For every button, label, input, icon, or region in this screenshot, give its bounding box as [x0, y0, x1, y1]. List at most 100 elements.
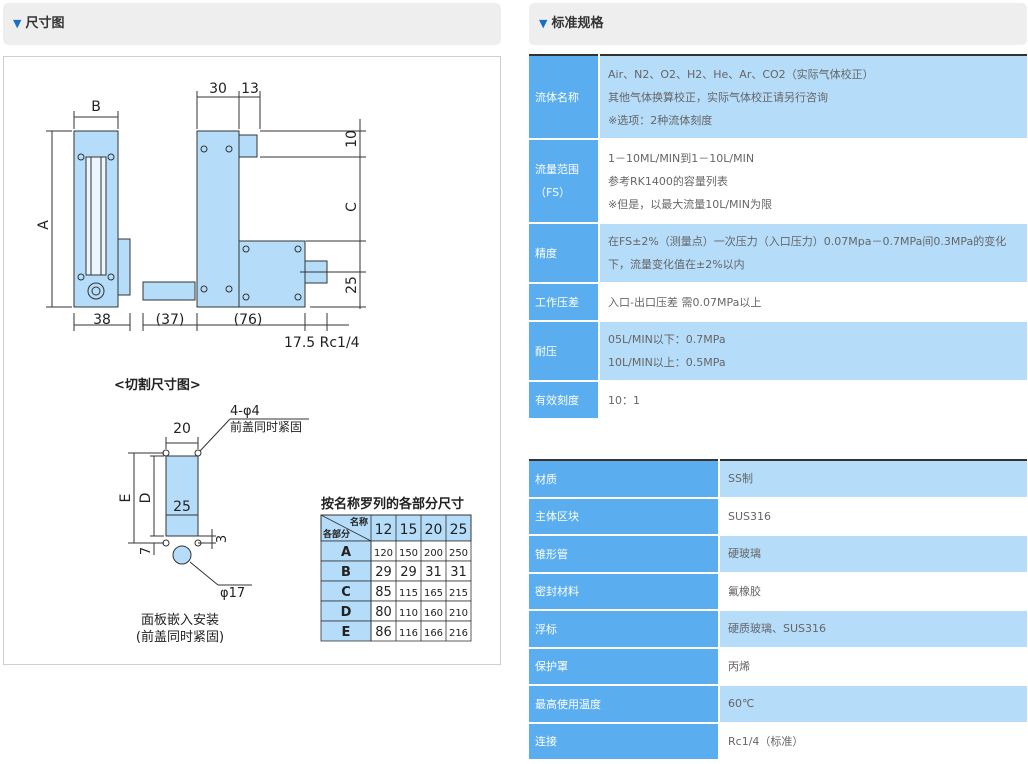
size-table-cell: 200 — [424, 548, 443, 559]
size-table-cell: 215 — [449, 588, 468, 599]
mount-note: (前盖同时紧固) — [136, 629, 224, 645]
spec-row: 保护罩丙烯 — [529, 647, 1027, 686]
spec-label-line: 流量范围 — [535, 163, 579, 176]
size-table-cell: 160 — [424, 608, 443, 619]
spec-value-line: 参考RK1400的容量列表 — [608, 174, 728, 188]
dimension-drawing-header: ▼尺寸图 — [3, 3, 501, 45]
size-table-row-name: E — [342, 625, 351, 640]
size-table-cell: 31 — [425, 565, 442, 580]
size-table-cell: 29 — [400, 565, 417, 580]
size-table-cell: 29 — [375, 565, 392, 580]
size-table-cell: 115 — [399, 588, 418, 599]
spec-value-line: 05L/MIN以下：0.7MPa — [608, 333, 726, 346]
spec-label: 浮标 — [529, 610, 720, 649]
spec-value: SS制 — [719, 460, 1027, 499]
size-table-column-header: 15 — [400, 522, 418, 538]
spec-row: 精度 在FS±2%（测量点）一次压力（入口压力）0.07Mpa－0.7MPa间0.… — [529, 223, 1027, 284]
spec-row: 浮标硬质玻璃、SUS316 — [529, 610, 1027, 649]
size-table-cell: 210 — [449, 608, 468, 619]
standard-spec-header: ▼标准规格 — [529, 3, 1027, 45]
spec-value: 硬质玻璃、SUS316 — [719, 610, 1027, 649]
size-table-column-header: 25 — [450, 522, 468, 538]
spec-label: 精度 — [529, 223, 600, 284]
spec-value-line: 在FS±2%（测量点）一次压力（入口压力）0.07Mpa－0.7MPa间0.3M… — [608, 235, 1007, 271]
spec-value-line: 其他气体换算校正，实际气体校正请另行咨询 — [608, 90, 828, 104]
dimension-drawing: B A 38 (37) (76) 30 13 10 C 25 17.5 Rc1/… — [3, 56, 501, 665]
spec-row: 流量范围 （FS） 1－10ML/MIN到1－10L/MIN 参考RK1400的容量列… — [529, 139, 1027, 224]
size-table-cell: 250 — [449, 548, 468, 559]
spec-value: 丙烯 — [719, 647, 1027, 686]
size-table-cell: 165 — [424, 588, 443, 599]
dimension-drawing-svg: B A 38 (37) (76) 30 13 10 C 25 17.5 Rc1/… — [36, 81, 472, 645]
triangle-down-icon: ▼ — [539, 17, 548, 30]
dim-25-label: 25 — [344, 276, 360, 294]
spec-value-line: 1－10ML/MIN到1－10L/MIN — [608, 151, 755, 165]
spec-row: 工作压差入口-出口压差 需0.07MPa以上 — [529, 283, 1027, 322]
spec-row: 密封材料氟橡胶 — [529, 572, 1027, 611]
size-table-cell: 110 — [399, 608, 418, 619]
spec-row: 锥形管硬玻璃 — [529, 535, 1027, 574]
dim-c-label: C — [344, 202, 360, 212]
spec-row: 有效刻度 10：1 — [529, 381, 1027, 420]
size-table-row-name: A — [341, 545, 351, 560]
spec-value-line: ※但是，以最大流量10L/MIN为限 — [608, 197, 773, 211]
spec-value: 氟橡胶 — [719, 572, 1027, 611]
dim-10-label: 10 — [344, 130, 360, 148]
spec-label: 耐压 — [529, 321, 600, 382]
size-table-cell: 150 — [399, 548, 418, 559]
spec-label-line: （FS） — [535, 186, 571, 199]
dim-rc-label: 17.5 Rc1/4 — [284, 335, 360, 351]
size-table-cell: 166 — [424, 628, 443, 639]
dim-d-label: D — [138, 493, 154, 504]
spec-value: 硬玻璃 — [719, 535, 1027, 574]
size-table-cell: 116 — [399, 628, 418, 639]
dim-37-label: (37) — [156, 312, 185, 328]
dim-b-label: B — [91, 99, 101, 115]
size-table-column-header: 20 — [425, 522, 443, 538]
dim-a-label: A — [36, 220, 52, 230]
dim-e-label: E — [118, 494, 134, 503]
spec-value: SUS316 — [719, 497, 1027, 536]
phi17-label: φ17 — [220, 586, 245, 601]
spec-value-line: Air、N2、O2、H2、He、Ar、CO2（实际气体校正） — [608, 67, 874, 81]
size-table-cell: 85 — [375, 585, 392, 600]
size-table-row-name: D — [341, 605, 352, 620]
corner-bottom-label: 各部分 — [322, 528, 350, 540]
corner-top-label: 名称 — [350, 516, 368, 528]
triangle-down-icon: ▼ — [13, 17, 22, 30]
spec-value-line: ※选项：2种流体刻度 — [608, 113, 713, 127]
spec-label: 主体区块 — [529, 497, 720, 536]
spec-table-1: 流体名称 Air、N2、O2、H2、He、Ar、CO2（实际气体校正） 其他气体换算… — [529, 54, 1027, 420]
dim-13-label: 13 — [241, 81, 259, 97]
spec-label: 保护罩 — [529, 647, 720, 686]
spec-label: 最高使用温度 — [529, 685, 720, 724]
holes-label: 4-φ4 — [230, 404, 260, 419]
spec-value: Rc1/4（标准） — [719, 722, 1027, 761]
spec-label: 工作压差 — [529, 283, 600, 322]
spec-value-line: 入口-出口压差 需0.07MPa以上 — [608, 295, 762, 309]
size-table-title: 按名称罗列的各部分尺寸 — [321, 496, 464, 512]
spec-label-line: 流体名称 — [535, 90, 579, 104]
dim-25w-label: 25 — [173, 499, 191, 515]
spec-label: 连接 — [529, 722, 720, 761]
spec-row: 流体名称 Air、N2、O2、H2、He、Ar、CO2（实际气体校正） 其他气体换算… — [529, 55, 1027, 140]
spec-value: Air、N2、O2、H2、He、Ar、CO2（实际气体校正） 其他气体换算校正，实… — [599, 55, 1027, 140]
cut-title: <切割尺寸图> — [114, 377, 201, 393]
spec-label-line: 精度 — [535, 246, 557, 260]
spec-label: 有效刻度 — [529, 381, 600, 420]
spec-value: 在FS±2%（测量点）一次压力（入口压力）0.07Mpa－0.7MPa间0.3M… — [599, 223, 1027, 284]
size-table-column-header: 12 — [375, 522, 393, 538]
spec-label: 锥形管 — [529, 535, 720, 574]
spec-label: 材质 — [529, 460, 720, 499]
spec-label: 流量范围 （FS） — [529, 139, 600, 224]
spec-value-line: 10：1 — [608, 393, 640, 407]
mount-label: 面板嵌入安装 — [141, 613, 219, 628]
spec-value: 10：1 — [599, 381, 1027, 420]
size-table-row-name: C — [341, 585, 351, 600]
size-table-cell: 31 — [450, 565, 467, 580]
